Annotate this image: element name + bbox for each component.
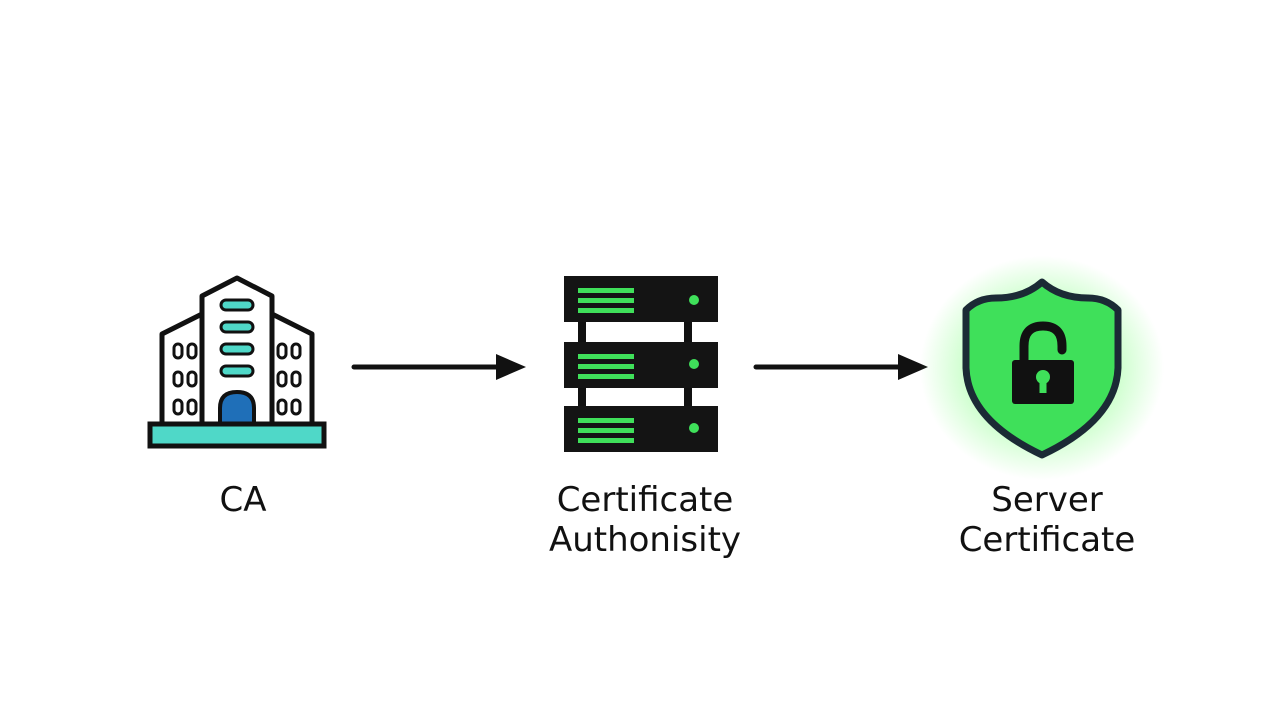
server-certificate-label-line-1: Server [991, 480, 1103, 520]
server-certificate-label-line-2: Certificate [958, 520, 1136, 560]
certificate-authority-label-line-1: Certificate [556, 480, 734, 520]
arrow-right-icon [753, 354, 928, 380]
arrow-right-icon [351, 354, 526, 380]
shield-unlock-icon [920, 256, 1164, 480]
building-icon [147, 275, 327, 449]
certificate-authority-node [562, 274, 720, 454]
certificate-authority-label-line-2: Authonisity [548, 520, 742, 560]
arrow-2 [752, 352, 932, 382]
server-certificate-node [912, 250, 1172, 490]
server-certificate-label: Server Certificate [922, 480, 1172, 560]
ca-label: CA [158, 480, 328, 520]
ca-label-line-1: CA [219, 480, 267, 520]
server-rack-icon [564, 276, 718, 452]
ca-node [146, 274, 328, 454]
arrow-1 [350, 352, 530, 382]
certificate-authority-label: Certificate Authonisity [510, 480, 780, 560]
